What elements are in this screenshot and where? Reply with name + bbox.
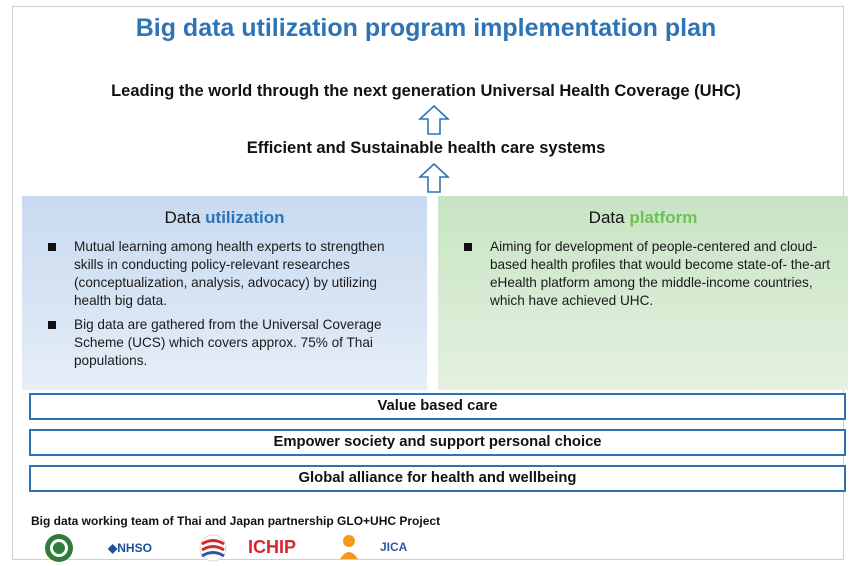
top-goal: Leading the world through the next gener… (111, 82, 741, 100)
data-utilization-panel: Data utilization Mutual learning among h… (22, 196, 427, 390)
bullet-text: Aiming for development of people-centere… (490, 239, 831, 308)
panel-title-accent: utilization (205, 208, 285, 227)
ichip-logo-text: ICHIP (248, 537, 297, 557)
partner-logos: ◆NHSO ICHIP JICA (44, 533, 444, 563)
ichip-logo-icon: ICHIP (248, 537, 296, 558)
red-wave-logo-icon (199, 534, 227, 562)
list-item: Mutual learning among health experts to … (48, 238, 417, 310)
jica-logo-text: JICA (380, 540, 408, 554)
bullet-square-icon (48, 243, 56, 251)
list-item: Big data are gathered from the Universal… (48, 316, 417, 370)
up-arrow-icon (418, 162, 450, 193)
nhso-logo-icon: ◆NHSO (108, 541, 152, 555)
team-caption: Big data working team of Thai and Japan … (31, 514, 441, 528)
data-platform-panel: Data platform Aiming for development of … (438, 196, 848, 390)
middle-goal: Efficient and Sustainable health care sy… (246, 139, 606, 157)
bullet-text: Big data are gathered from the Universal… (74, 317, 382, 368)
page-title: Big data utilization program implementat… (135, 14, 717, 42)
panel-title-prefix: Data (164, 208, 206, 227)
up-arrow-icon (418, 104, 450, 135)
orange-figure-logo-icon (340, 535, 358, 559)
panel-title-prefix: Data (588, 208, 630, 227)
panel-title: Data utilization (22, 208, 427, 228)
list-item: Aiming for development of people-centere… (464, 238, 838, 310)
panel-title-accent: platform (629, 208, 698, 227)
moph-seal-logo-icon (45, 534, 73, 562)
jica-logo-icon: JICA (380, 540, 407, 554)
bullet-square-icon (464, 243, 472, 251)
value-based-care-bar: Value based care (29, 393, 846, 420)
bullet-list: Aiming for development of people-centere… (438, 238, 848, 310)
bullet-text: Mutual learning among health experts to … (74, 239, 385, 308)
bullet-list: Mutual learning among health experts to … (22, 238, 427, 370)
bullet-square-icon (48, 321, 56, 329)
panel-title: Data platform (438, 208, 848, 228)
nhso-logo-text: NHSO (117, 541, 152, 555)
global-alliance-bar: Global alliance for health and wellbeing (29, 465, 846, 492)
empower-society-bar: Empower society and support personal cho… (29, 429, 846, 456)
